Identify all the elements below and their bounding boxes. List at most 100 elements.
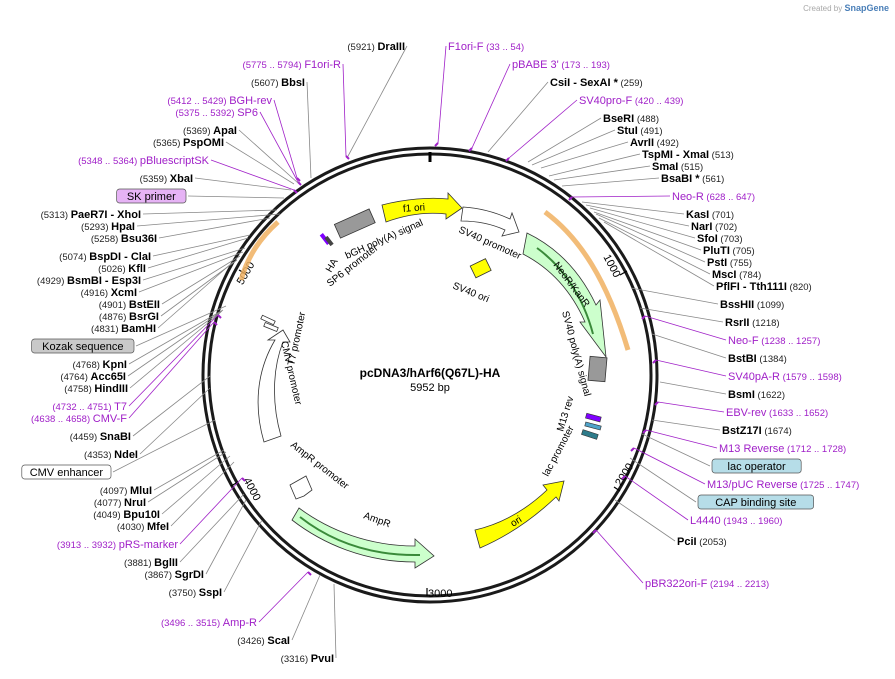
enzyme-label[interactable]: MscI (784) — [598, 217, 761, 281]
feature-sv40-ori[interactable] — [469, 258, 492, 279]
enzyme-label[interactable]: (5313) PaeR7I - XhoI — [41, 209, 278, 221]
enzyme-label[interactable]: NarI (702) — [585, 204, 737, 233]
primer-label[interactable]: (5348 .. 5364) pBluescriptSK — [78, 155, 298, 194]
primer-label[interactable]: SV40pA-R (1579 .. 1598) — [652, 359, 842, 383]
enzyme-label[interactable]: (4097) MluI — [100, 449, 225, 497]
enzyme-label[interactable]: (3316) PvuI — [281, 583, 337, 665]
primer-binding-mark — [630, 447, 635, 452]
primer-label[interactable]: (4638 .. 4658) CMV-F — [31, 321, 218, 425]
enzyme-label[interactable]: KasI (701) — [581, 201, 734, 221]
label-text: BsaBI * (561) — [661, 173, 724, 185]
label-text: (5775 .. 5794) F1ori-R — [243, 59, 342, 71]
primer-label[interactable]: (5775 .. 5794) F1ori-R — [243, 59, 350, 160]
enzyme-label[interactable]: BsaBI * (561) — [561, 173, 724, 187]
enzyme-label[interactable]: (4764) Acc65I — [60, 310, 223, 383]
feature-cmv-promoter[interactable] — [257, 329, 291, 443]
feature-ampr-promoter[interactable] — [289, 475, 313, 500]
enzyme-label[interactable]: StuI (491) — [531, 125, 663, 166]
primer-label[interactable]: (5412 .. 5429) BGH-rev — [167, 95, 301, 182]
enzyme-label[interactable]: (3881) BglII — [124, 493, 245, 569]
primer-label[interactable]: M13 Reverse (1712 .. 1728) — [642, 429, 846, 455]
enzyme-label[interactable]: CsiI - SexAI * (259) — [487, 77, 643, 153]
label-position: (5293) — [81, 222, 111, 233]
enzyme-label[interactable]: (3426) ScaI — [237, 574, 321, 647]
enzyme-label[interactable]: (3750) SspI — [169, 519, 263, 599]
enzyme-label[interactable]: BsmI (1622) — [659, 381, 785, 401]
enzyme-label[interactable]: (4768) KpnI — [72, 309, 224, 371]
feature-box-label[interactable]: CMV enhancer — [21, 419, 216, 480]
label-position: (259) — [618, 78, 643, 89]
enzyme-label[interactable]: (5293) HpaI — [81, 213, 281, 233]
label-text: (5921) DraIII — [347, 41, 405, 53]
enzyme-label[interactable]: (4758) HindIII — [64, 311, 222, 395]
enzyme-label[interactable]: PciI (2053) — [614, 499, 727, 548]
feature-cap-site-mark[interactable] — [581, 429, 599, 440]
snapgene-credit: Created by SnapGene — [803, 3, 889, 13]
feature-m13-rev[interactable] — [585, 412, 602, 423]
enzyme-label[interactable]: BssHII (1099) — [630, 287, 784, 311]
enzyme-label[interactable]: (5369) ApaI — [183, 125, 299, 184]
feature-box-label[interactable]: lac operator — [641, 433, 802, 474]
enzyme-label[interactable]: (5074) BspDI - ClaI — [59, 234, 251, 263]
enzyme-label[interactable]: (5359) XbaI — [140, 173, 292, 191]
feature-ampr[interactable] — [291, 507, 435, 569]
enzyme-label[interactable]: (4030) MfeI — [117, 461, 235, 533]
enzyme-label[interactable]: PflFI - Tth111I (820) — [603, 221, 812, 293]
feature-bgh-polya[interactable] — [333, 208, 376, 239]
enzyme-label[interactable]: (4077) NruI — [94, 451, 227, 509]
label-position: (4638 .. 4658) — [31, 414, 93, 425]
enzyme-label[interactable]: (4916) XcmI — [81, 251, 244, 299]
enzyme-label[interactable]: AvrII (492) — [540, 137, 679, 169]
primer-label[interactable]: (5375 .. 5392) SP6 — [175, 107, 302, 186]
enzyme-label[interactable]: (4459) SnaBI — [70, 375, 211, 443]
enzyme-label[interactable]: (4901) BstEII — [99, 255, 241, 311]
feature-t7-promoter[interactable] — [260, 314, 279, 332]
enzyme-label[interactable]: (4929) BsmBI - Esp3I — [37, 247, 246, 287]
enzyme-label[interactable]: (4831) BamHI — [91, 261, 234, 335]
primer-label[interactable]: pBR322ori-F (2194 .. 2213) — [592, 529, 769, 590]
enzyme-label[interactable]: (4353) NdeI — [84, 387, 211, 461]
primer-label[interactable]: (4732 .. 4751) T7 — [52, 314, 222, 413]
enzyme-label[interactable]: SmaI (515) — [553, 161, 703, 181]
feature-f1-ori[interactable] — [381, 191, 463, 223]
primer-label[interactable]: SV40pro-F (420 .. 439) — [505, 95, 683, 162]
feature-box-label[interactable]: SK primer — [116, 188, 285, 204]
label-position: (4758) — [64, 384, 94, 395]
feature-sv40-promoter[interactable] — [460, 206, 520, 237]
enzyme-label[interactable]: (4049) Bpu10I — [93, 455, 231, 521]
feature-box-label[interactable]: Kozak sequence — [31, 305, 227, 354]
primer-label[interactable]: L4440 (1943 .. 1960) — [621, 475, 782, 527]
primer-label[interactable]: (3913 .. 3932) pRS-marker — [57, 477, 246, 551]
enzyme-label[interactable]: (5921) DraIII — [346, 41, 408, 159]
primer-label[interactable]: F1ori-F (33 .. 54) — [434, 41, 524, 147]
primer-label[interactable]: Neo-F (1238 .. 1257) — [641, 315, 820, 347]
enzyme-label[interactable]: TspMI - XmaI (513) — [548, 149, 734, 177]
enzyme-label[interactable]: BstBI (1384) — [651, 333, 787, 365]
enzyme-label[interactable]: (5258) Bsu36I — [91, 217, 271, 245]
enzyme-label[interactable]: (3867) SgrDI — [145, 499, 247, 581]
primer-arc-neo — [543, 209, 631, 351]
primer-label[interactable]: pBABE 3' (173 .. 193) — [468, 59, 610, 152]
primer-label[interactable]: EBV-rev (1633 .. 1652) — [654, 401, 828, 419]
feature-ori[interactable] — [474, 480, 565, 549]
primer-label[interactable]: M13/pUC Reverse (1725 .. 1747) — [630, 447, 859, 491]
primer-label[interactable]: Neo-R (628 .. 647) — [568, 191, 755, 203]
enzyme-label[interactable]: (5026) KflI — [98, 237, 249, 275]
label-position: (784) — [736, 270, 761, 281]
enzyme-label[interactable]: (5365) PspOMI — [153, 137, 295, 185]
feature-neor-kanr[interactable] — [522, 232, 607, 359]
enzyme-label[interactable]: BseRI (488) — [527, 113, 659, 163]
primer-label[interactable]: (3496 .. 3515) Amp-R — [161, 571, 312, 629]
feature-sv40-polya[interactable] — [587, 355, 608, 383]
feature-box-label[interactable]: CAP binding site — [629, 457, 814, 510]
enzyme-label[interactable]: SfoI (703) — [589, 207, 743, 245]
label-position: (1633 .. 1652) — [766, 408, 828, 419]
feature-lac-operator-mark[interactable] — [584, 421, 602, 431]
enzyme-label[interactable]: RsrII (1218) — [639, 307, 780, 329]
feature-ha[interactable] — [319, 233, 334, 247]
enzyme-label[interactable]: PluTI (705) — [593, 211, 755, 257]
enzyme-label[interactable]: BstZ17I (1674) — [651, 419, 792, 437]
enzyme-label[interactable]: (5607) BbsI — [251, 77, 312, 179]
leader-line — [589, 207, 696, 239]
enzyme-label[interactable]: PstI (755) — [595, 213, 752, 269]
